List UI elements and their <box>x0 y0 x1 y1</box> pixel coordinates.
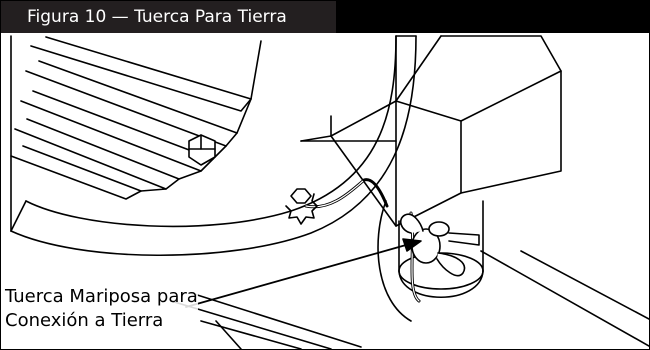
star-washer-nut <box>285 188 318 225</box>
mounting-bracket <box>300 35 562 227</box>
title-bar-fill <box>336 1 649 33</box>
base-lines <box>170 250 649 349</box>
figure-title-bar: Figura 10 — Tuerca Para Tierra <box>1 1 649 33</box>
hex-bolt <box>188 134 216 166</box>
wing-nut <box>399 213 480 277</box>
cooling-fins <box>10 35 262 232</box>
callout-leader <box>185 238 422 308</box>
wing-nut-callout: Tuerca Mariposa para Conexión a Tierra <box>5 285 198 333</box>
figure-title: Figura 10 — Tuerca Para Tierra <box>1 1 336 33</box>
callout-line-2: Conexión a Tierra <box>5 310 164 331</box>
callout-line-1: Tuerca Mariposa para <box>5 286 198 307</box>
